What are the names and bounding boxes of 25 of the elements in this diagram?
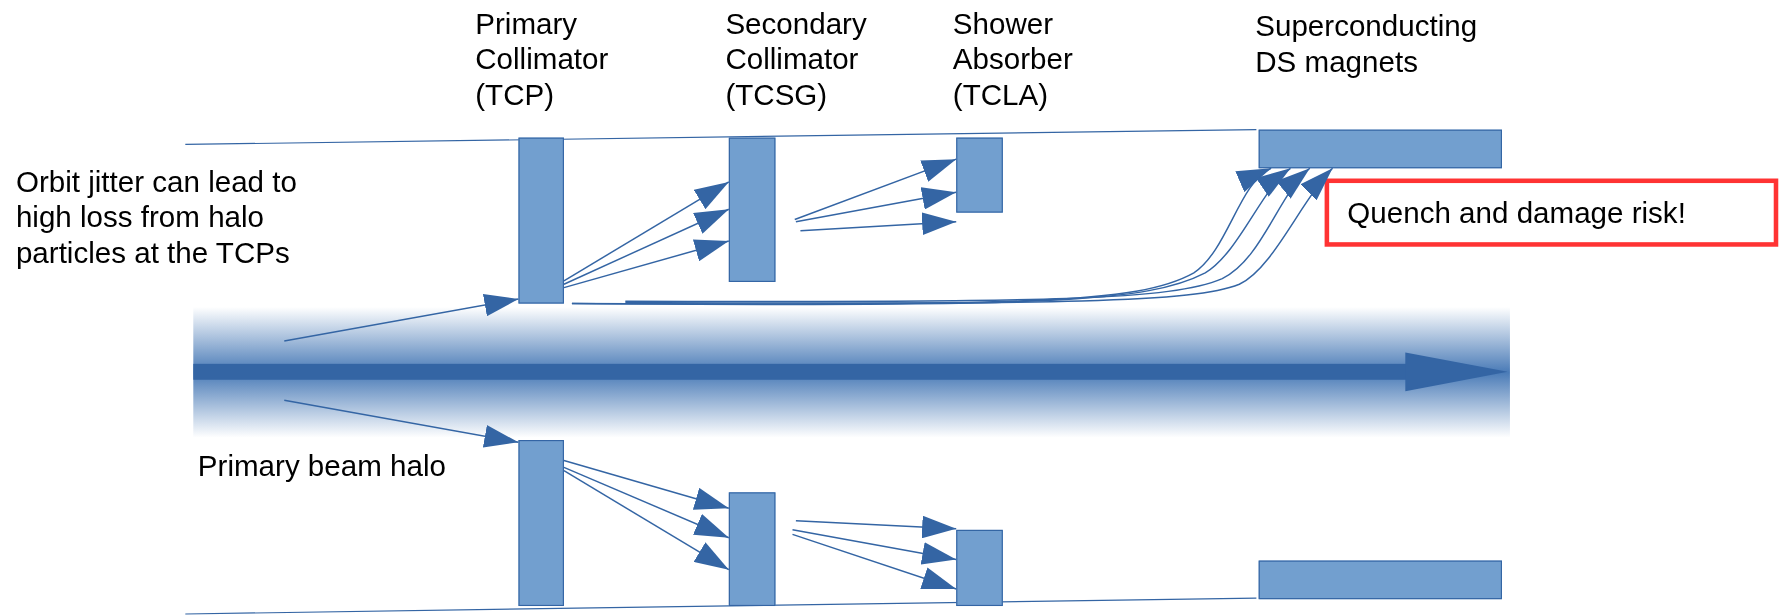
component-label: Primary Collimator (TCP) <box>475 6 610 113</box>
magnet-block <box>1258 560 1502 600</box>
arrow <box>791 533 957 590</box>
arrow <box>791 529 957 565</box>
arrow <box>799 212 957 236</box>
component-label: Secondary Collimator (TCSG) <box>725 6 868 113</box>
arrow <box>563 459 730 510</box>
absorber-block <box>956 529 1003 606</box>
collimator-block <box>518 440 564 606</box>
component-label: Shower Absorber (TCLA) <box>952 6 1074 113</box>
arrow <box>794 158 957 221</box>
component-label: Superconducting DS magnets <box>1255 9 1479 80</box>
arrow <box>563 470 730 571</box>
arrow <box>283 399 520 448</box>
annotation-text: Primary beam halo <box>197 449 517 485</box>
arrow <box>795 187 957 223</box>
arrow <box>563 466 730 539</box>
arrow <box>283 293 520 342</box>
annotation-text: Orbit jitter can lead to high loss from halo particles at the TCPs <box>15 164 357 271</box>
arrow <box>563 181 730 282</box>
collimator-block <box>728 492 776 606</box>
arrow <box>563 208 730 285</box>
arrow <box>563 239 730 289</box>
warning-box: Quench and damage risk! <box>1324 178 1779 247</box>
arrow <box>795 515 957 539</box>
